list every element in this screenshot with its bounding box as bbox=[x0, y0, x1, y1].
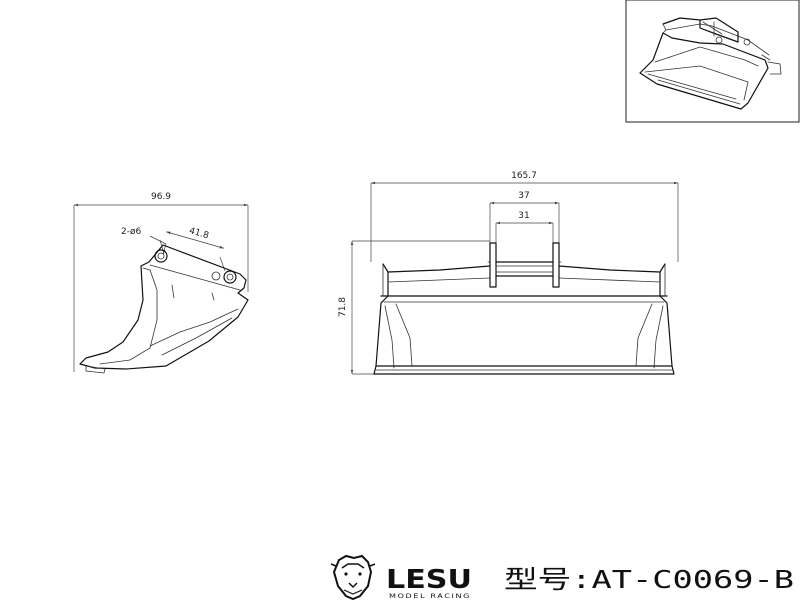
hole-spec-label: 2-ø6 bbox=[121, 227, 141, 237]
front-bucket bbox=[373, 263, 675, 375]
side-width-label: 96.9 bbox=[151, 192, 171, 202]
brand-block: LESU MODEL RACING bbox=[330, 554, 472, 600]
front-mount-bracket bbox=[487, 242, 562, 288]
brand-tagline: MODEL RACING bbox=[389, 593, 471, 600]
brand-logo-text: LESU bbox=[386, 565, 472, 595]
height-label: 71.8 bbox=[338, 297, 348, 317]
hole-leader-a bbox=[149, 235, 167, 245]
side-view: 96.9 41.8 2-ø6 bbox=[73, 192, 249, 374]
front-view: 165.7 37 31 71.8 bbox=[338, 171, 679, 375]
isometric-preview bbox=[625, 0, 800, 123]
preview-frame bbox=[625, 0, 800, 123]
pin-ext-2 bbox=[219, 256, 226, 272]
front-width-label: 165.7 bbox=[511, 171, 537, 181]
pin-distance-dim-line bbox=[166, 231, 224, 249]
side-bucket bbox=[79, 244, 249, 374]
model-number: 型号:AT-C0069-B bbox=[504, 565, 794, 594]
mount-outer-label: 37 bbox=[518, 191, 529, 201]
mount-inner-label: 31 bbox=[518, 211, 529, 221]
lion-logo-icon bbox=[330, 554, 376, 600]
isometric-bucket bbox=[639, 17, 782, 110]
